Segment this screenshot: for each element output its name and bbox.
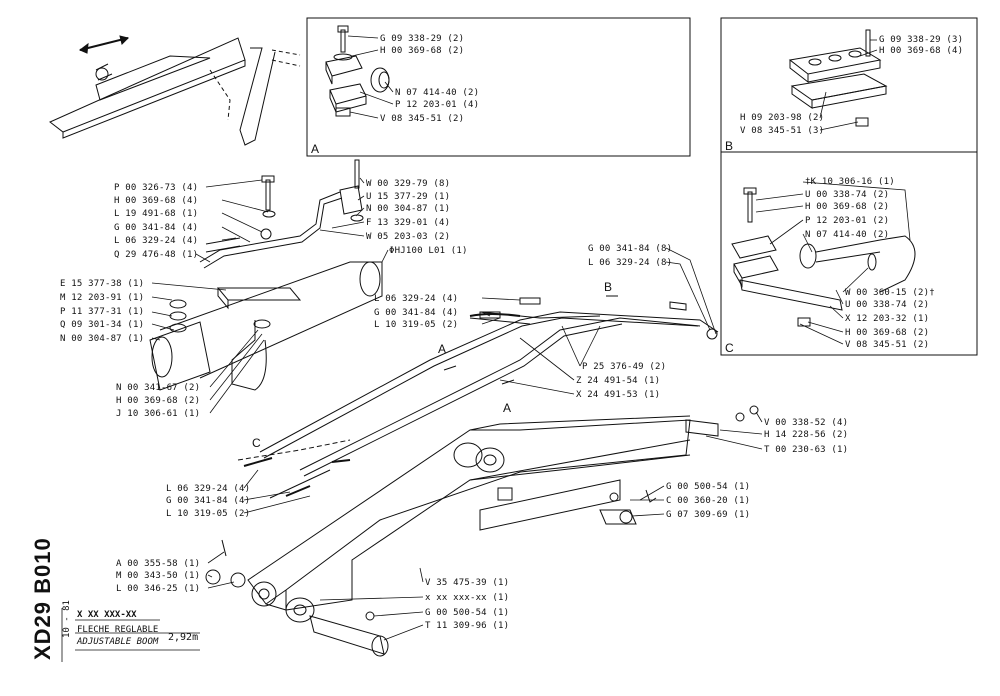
drawing-reference: X XX XXX-XX xyxy=(77,610,137,620)
callout-c: C xyxy=(252,436,261,450)
overview-sketch xyxy=(50,36,300,145)
callout-a: A xyxy=(438,342,447,356)
part-label: H 00 369-68 (2) xyxy=(845,328,930,338)
part-label: x xx xxx-xx (1) xyxy=(425,593,510,603)
part-label: F 13 329-01 (4) xyxy=(366,218,451,228)
part-label: †K 10 306-16 (1) xyxy=(805,177,895,187)
part-label: N 07 414-40 (2) xyxy=(395,88,480,98)
detail-a-drawing xyxy=(326,26,389,116)
part-label: G 07 309-69 (1) xyxy=(666,510,751,520)
part-label: G 00 500-54 (1) xyxy=(666,482,751,492)
part-label: Q 09 301-34 (1) xyxy=(60,320,145,330)
detail-c-letter: C xyxy=(725,341,734,355)
part-label: P 12 203-01 (2) xyxy=(805,216,890,226)
part-label: A 00 355-58 (1) xyxy=(116,559,201,569)
part-label: H 00 369-68 (4) xyxy=(879,46,964,56)
part-label: L 06 329-24 (4) xyxy=(166,484,251,494)
part-label: H 00 369-68 (2) xyxy=(805,202,890,212)
part-label: L 06 329-24 (4) xyxy=(114,236,199,246)
detail-b-drawing xyxy=(790,30,886,126)
part-label: V 08 345-51 (2) xyxy=(845,340,930,350)
callout-b: B xyxy=(604,280,613,294)
part-label: H 14 228-56 (2) xyxy=(764,430,849,440)
part-label: M 00 343-50 (1) xyxy=(116,571,201,581)
part-label: V 08 345-51 (2) xyxy=(380,114,465,124)
part-label: ΦHJ100 L01 (1) xyxy=(389,246,468,256)
part-label: N 00 304-87 (1) xyxy=(60,334,145,344)
part-label: T 00 230-63 (1) xyxy=(764,445,849,455)
part-label: M 12 203-91 (1) xyxy=(60,293,145,303)
callout-a: A xyxy=(503,401,512,415)
part-label: L 00 346-25 (1) xyxy=(116,584,201,594)
part-label: P 00 326-73 (4) xyxy=(114,183,199,193)
part-label: N 07 414-40 (2) xyxy=(805,230,890,240)
part-label: U 00 338-74 (2) xyxy=(845,300,930,310)
part-label: Q 29 476-48 (1) xyxy=(114,250,199,260)
part-label: V 00 338-52 (4) xyxy=(764,418,849,428)
part-label: P 11 377-31 (1) xyxy=(60,307,145,317)
title-block-lines xyxy=(62,608,200,662)
part-label: L 19 491-68 (1) xyxy=(114,209,199,219)
part-label: P 12 203-01 (4) xyxy=(395,100,480,110)
hydraulic-pipes xyxy=(238,296,718,498)
part-label: P 25 376-49 (2) xyxy=(582,362,667,372)
part-label: G 00 341-84 (8) xyxy=(588,244,673,254)
main-boom xyxy=(206,416,690,656)
part-label: J 10 306-61 (1) xyxy=(116,409,201,419)
part-label: H 00 369-68 (2) xyxy=(116,396,201,406)
part-label: W 05 203-03 (2) xyxy=(366,232,451,242)
part-label: L 10 319-05 (2) xyxy=(166,509,251,519)
part-label: L 06 329-24 (8) xyxy=(588,258,673,268)
part-label: C 00 360-20 (1) xyxy=(666,496,751,506)
part-label: V 08 345-51 (3) xyxy=(740,126,825,136)
detail-c-frame xyxy=(721,152,977,355)
detail-a-letter: A xyxy=(311,142,320,156)
part-label: G 09 338-29 (2) xyxy=(380,34,465,44)
part-label: U 15 377-29 (1) xyxy=(366,192,451,202)
detail-a-frame xyxy=(307,18,690,156)
title-english: ADJUSTABLE BOOM xyxy=(77,637,159,647)
part-label: H 00 369-68 (4) xyxy=(114,196,199,206)
part-label: L 10 319-05 (2) xyxy=(374,320,459,330)
part-label: G 00 341-84 (4) xyxy=(114,223,199,233)
part-label: H 00 369-68 (2) xyxy=(380,46,465,56)
part-label: T 11 309-96 (1) xyxy=(425,621,510,631)
detail-b-letter: B xyxy=(725,139,734,153)
part-label: G 00 341-84 (4) xyxy=(374,308,459,318)
part-label: X 24 491-53 (1) xyxy=(576,390,661,400)
part-label: G 09 338-29 (3) xyxy=(879,35,964,45)
part-label: W 00 329-79 (8) xyxy=(366,179,451,189)
part-label: G 00 500-54 (1) xyxy=(425,608,510,618)
drawing-date: 10 - 81 xyxy=(62,600,72,638)
part-label: Z 24 491-54 (1) xyxy=(576,376,661,386)
leader-lines xyxy=(152,36,910,640)
title-french: FLECHE REGLABLE xyxy=(77,625,159,635)
part-label: G 00 341-84 (4) xyxy=(166,496,251,506)
part-label: N 00 304-87 (1) xyxy=(366,204,451,214)
small-parts xyxy=(222,298,758,556)
part-label: L 06 329-24 (4) xyxy=(374,294,459,304)
part-label: V 35 475-39 (1) xyxy=(425,578,510,588)
part-label: E 15 377-38 (1) xyxy=(60,279,145,289)
drawing-code: XD29 B010 xyxy=(30,537,55,660)
part-label: N 00 341-67 (2) xyxy=(116,383,201,393)
boom-length: 2,92m xyxy=(168,632,199,643)
detail-c-drawing xyxy=(732,188,915,326)
part-label: U 00 338-74 (2) xyxy=(805,190,890,200)
part-label: X 12 203-32 (1) xyxy=(845,314,930,324)
part-label: W 00 360-15 (2)† xyxy=(845,288,935,298)
left-cylinder xyxy=(150,262,382,390)
part-label: H 09 203-98 (2) xyxy=(740,113,825,123)
